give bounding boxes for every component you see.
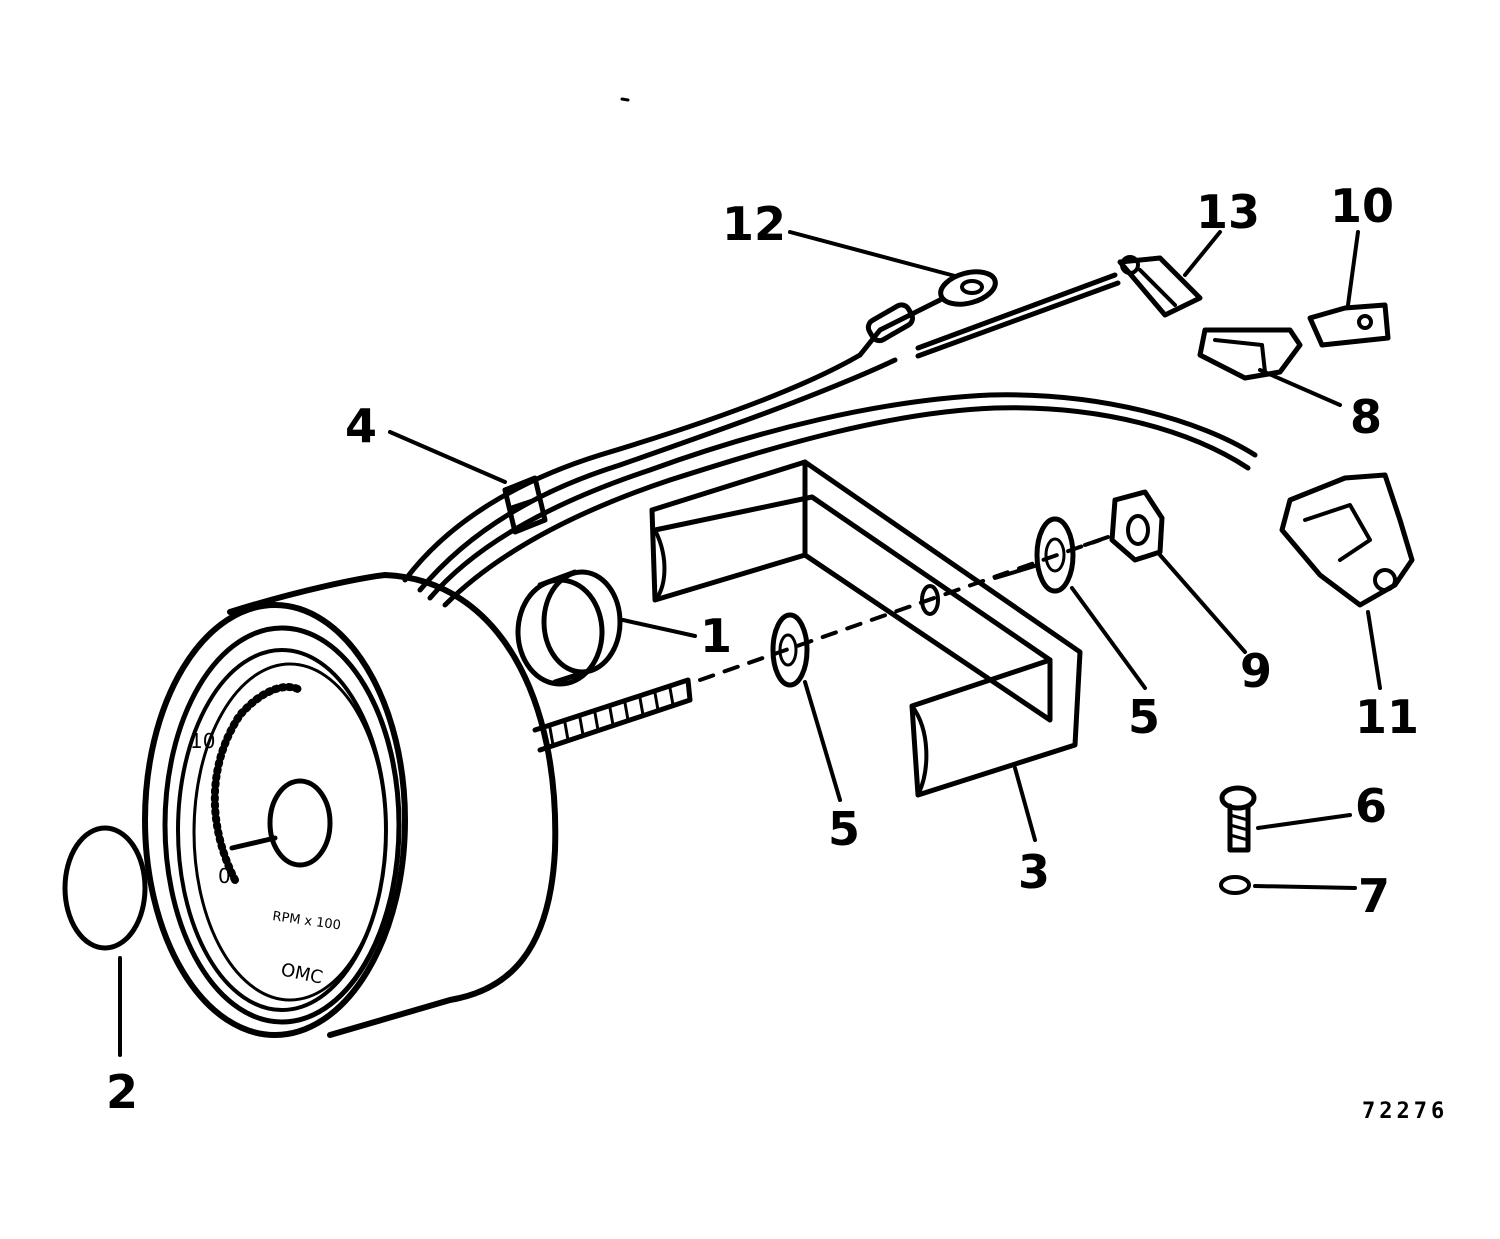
figure-number: 72276	[1362, 1099, 1448, 1124]
connector-8	[1197, 327, 1303, 381]
callout-3: 3	[1018, 845, 1050, 899]
callout-12: 12	[722, 197, 786, 251]
dial-mark-10: 10	[190, 729, 215, 753]
callout-9: 9	[1240, 644, 1272, 698]
callout-8: 8	[1350, 390, 1382, 444]
hex-nut	[1109, 489, 1165, 563]
lens-ring	[62, 825, 148, 951]
callout-4: 4	[345, 399, 377, 453]
connector-11	[1279, 472, 1415, 608]
lock-washer-right	[1034, 516, 1076, 594]
callout-1: 1	[700, 609, 732, 663]
leader-lines	[118, 230, 1382, 1057]
callout-13: 13	[1196, 185, 1260, 239]
terminal-13	[1117, 255, 1203, 318]
dial-rpm-text: RPM x 100	[271, 909, 341, 933]
lamp-socket	[515, 569, 623, 687]
dial-brand: OMC	[279, 959, 325, 988]
screw	[1219, 785, 1257, 853]
tachometer: 10 0 RPM x 100 OMC	[142, 572, 693, 1038]
mounting-bracket	[649, 459, 1083, 798]
cable-clamp	[502, 475, 548, 535]
lock-washer-left	[770, 612, 810, 688]
small-lock-washer	[1219, 875, 1251, 895]
callout-2: 2	[106, 1065, 138, 1119]
callout-11: 11	[1355, 690, 1419, 744]
callout-10: 10	[1330, 179, 1394, 233]
callout-5-left: 5	[828, 802, 860, 856]
callout-7: 7	[1358, 869, 1390, 923]
mounting-stud	[532, 677, 693, 753]
wire-harness	[402, 269, 1258, 608]
dial-mark-0: 0	[218, 864, 231, 888]
callout-5-right: 5	[1128, 690, 1160, 744]
connector-10	[1307, 302, 1391, 348]
callout-6: 6	[1355, 779, 1387, 833]
callouts: 1 2 3 4 5 5 6 7 8 9 10 11 12 13	[106, 179, 1419, 1119]
